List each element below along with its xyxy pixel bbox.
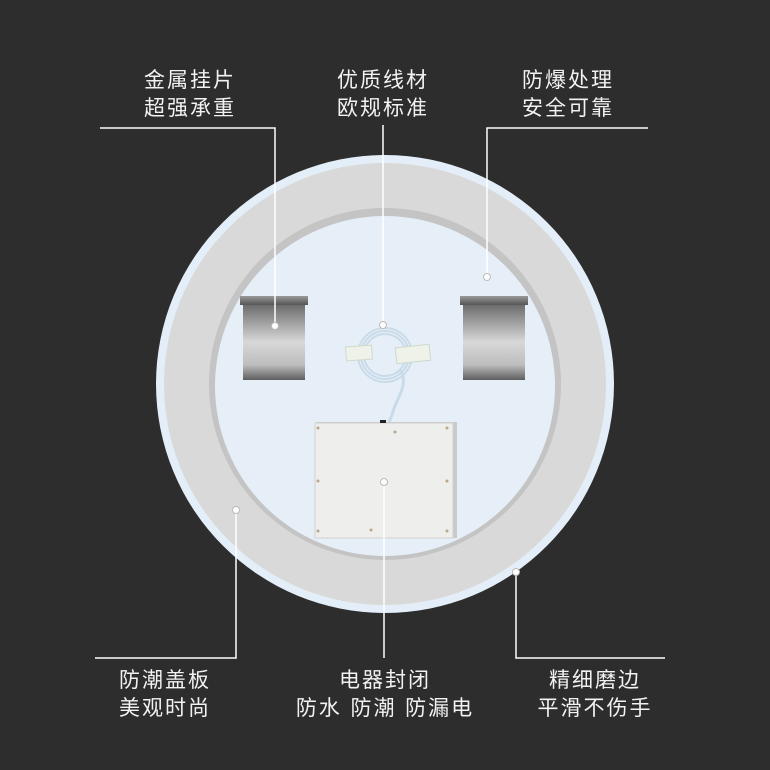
callout-explosion: 防爆处理 安全可靠 — [498, 66, 638, 122]
callout-cable-line1: 优质线材 — [337, 68, 429, 92]
callout-cover-line1: 防潮盖板 — [119, 668, 211, 692]
hanger-bracket-left — [240, 296, 308, 380]
callout-lines — [95, 125, 665, 659]
callout-hanger: 金属挂片 超强承重 — [120, 66, 260, 122]
callout-edge-line2: 平滑不伤手 — [537, 696, 653, 720]
callout-dots — [232, 273, 520, 576]
callout-explosion-line1: 防爆处理 — [522, 68, 614, 92]
cable-coil — [345, 327, 432, 426]
callout-electric: 电器封闭 防水 防潮 防漏电 — [285, 666, 485, 722]
callout-cable-line2: 欧规标准 — [337, 96, 429, 120]
callout-electric-line1: 电器封闭 — [339, 668, 431, 692]
callout-edge: 精细磨边 平滑不伤手 — [520, 666, 670, 722]
callout-hanger-line2: 超强承重 — [144, 96, 236, 120]
callout-explosion-line2: 安全可靠 — [522, 96, 614, 120]
hanger-bracket-right — [460, 296, 528, 380]
callout-electric-line2: 防水 防潮 防漏电 — [295, 696, 475, 720]
callout-cable: 优质线材 欧规标准 — [313, 66, 453, 122]
callout-cover-line2: 美观时尚 — [119, 696, 211, 720]
callout-cover: 防潮盖板 美观时尚 — [95, 666, 235, 722]
callout-edge-line1: 精细磨边 — [549, 668, 641, 692]
callout-hanger-line1: 金属挂片 — [144, 68, 236, 92]
